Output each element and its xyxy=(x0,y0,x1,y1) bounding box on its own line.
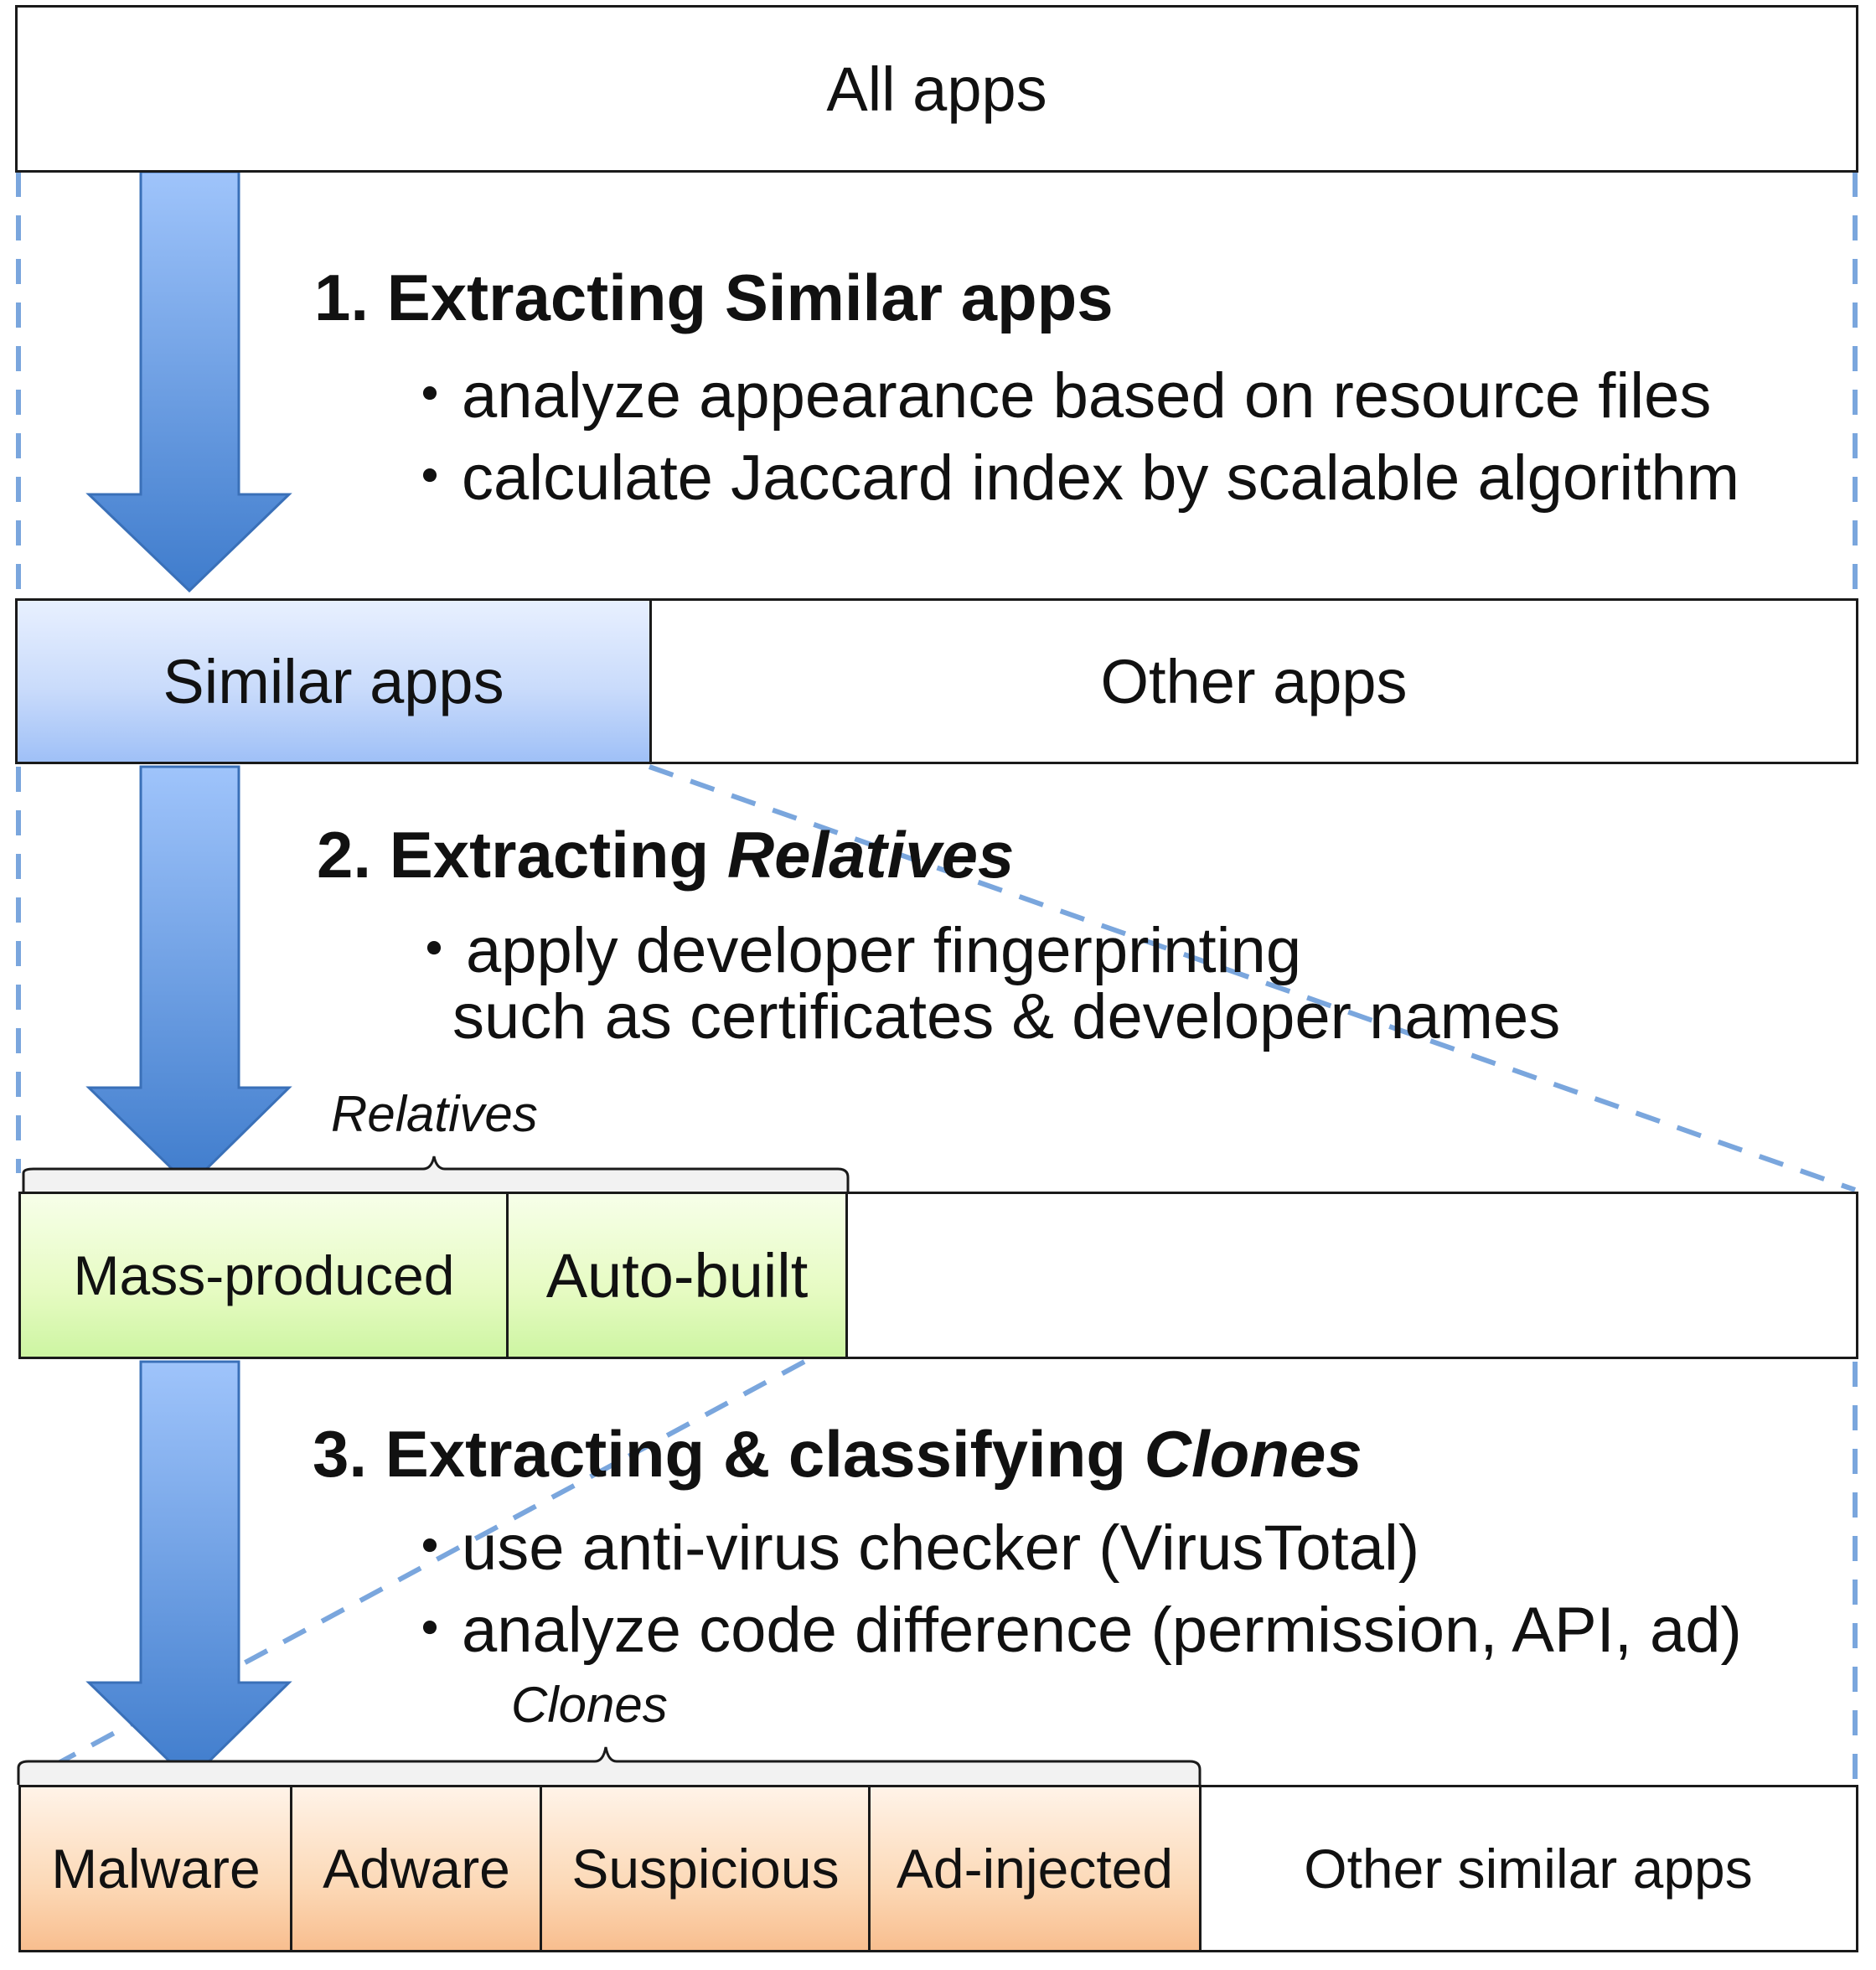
arrow-step2 xyxy=(85,765,292,1188)
ad-injected-box: Ad-injected xyxy=(868,1785,1202,1952)
malware-label: Malware xyxy=(51,1838,261,1900)
similar-apps-box: Similar apps xyxy=(15,598,652,764)
row3-other-box xyxy=(845,1192,1858,1359)
mass-produced-label: Mass-produced xyxy=(73,1244,455,1306)
step2-title-em: Relatives xyxy=(726,818,1015,892)
arrow-step1 xyxy=(85,170,292,593)
step1-bullet-2: ・calculate Jaccard index by scalable alg… xyxy=(398,442,1740,514)
adware-label: Adware xyxy=(323,1838,510,1900)
step3-bullet-2: ・analyze code difference (permission, AP… xyxy=(398,1595,1742,1666)
step1-title: 1. Extracting Similar apps xyxy=(314,261,1114,334)
suspicious-label: Suspicious xyxy=(571,1838,840,1900)
auto-built-label: Auto-built xyxy=(545,1240,809,1311)
suspicious-box: Suspicious xyxy=(540,1785,871,1952)
step3-title: 3. Extracting & classifying Clones xyxy=(313,1416,1362,1492)
arrow-step3 xyxy=(85,1360,292,1783)
relatives-label: Relatives xyxy=(331,1086,538,1142)
all-apps-box: All apps xyxy=(15,5,1858,173)
step3-title-em: Clones xyxy=(1144,1417,1362,1491)
adware-box: Adware xyxy=(290,1785,543,1952)
step3-title-prefix: 3. Extracting & classifying xyxy=(313,1417,1145,1491)
other-similar-label: Other similar apps xyxy=(1304,1838,1753,1900)
step1-bullet-1: ・analyze appearance based on resource fi… xyxy=(398,360,1712,432)
mass-produced-box: Mass-produced xyxy=(18,1192,509,1359)
other-apps-label: Other apps xyxy=(1100,646,1408,716)
other-apps-box: Other apps xyxy=(649,598,1858,764)
step2-bullet-1: ・apply developer fingerprinting xyxy=(402,915,1302,986)
ad-injected-label: Ad-injected xyxy=(896,1838,1174,1900)
malware-box: Malware xyxy=(18,1785,293,1952)
similar-apps-label: Similar apps xyxy=(163,646,504,716)
step2-title: 2. Extracting Relatives xyxy=(317,817,1014,893)
all-apps-label: All apps xyxy=(826,54,1047,124)
clones-label: Clones xyxy=(511,1677,668,1733)
step2-title-prefix: 2. Extracting xyxy=(317,818,727,892)
other-similar-box: Other similar apps xyxy=(1198,1785,1858,1952)
step2-bullet-2: such as certificates & developer names xyxy=(452,981,1561,1052)
auto-built-box: Auto-built xyxy=(506,1192,848,1359)
step3-bullet-1: ・use anti-virus checker (VirusTotal) xyxy=(398,1512,1420,1584)
